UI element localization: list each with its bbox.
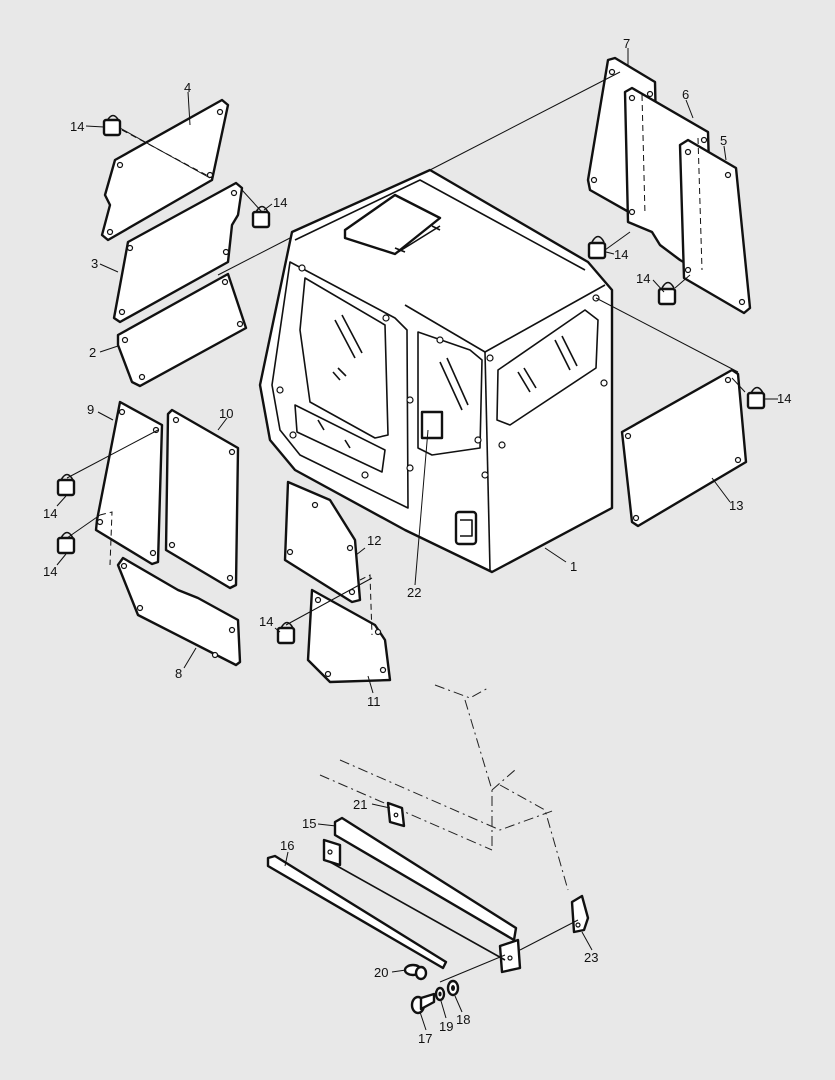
callout-5: 5 xyxy=(720,133,727,148)
bar-16[interactable] xyxy=(266,854,448,970)
wing-nut-20[interactable] xyxy=(403,963,428,981)
callout-14-c: 14 xyxy=(614,247,628,262)
lock-icon[interactable] xyxy=(56,531,76,555)
callout-17: 17 xyxy=(418,1031,432,1046)
callout-22: 22 xyxy=(407,585,421,600)
callout-4: 4 xyxy=(184,80,191,95)
panel-12[interactable] xyxy=(283,480,362,604)
lock-icon[interactable] xyxy=(746,386,766,410)
callout-7: 7 xyxy=(623,36,630,51)
panel-8[interactable] xyxy=(116,556,242,667)
callout-2: 2 xyxy=(89,345,96,360)
callout-21: 21 xyxy=(353,797,367,812)
panel-9[interactable] xyxy=(94,400,164,566)
callout-14-f: 14 xyxy=(43,506,57,521)
callout-10: 10 xyxy=(219,406,233,421)
bracket-23[interactable] xyxy=(570,894,590,934)
callout-12: 12 xyxy=(367,533,381,548)
bracket-21[interactable] xyxy=(386,801,406,828)
lock-icon[interactable] xyxy=(657,281,677,306)
panel-5[interactable] xyxy=(678,138,752,315)
callout-6: 6 xyxy=(682,87,689,102)
callout-20: 20 xyxy=(374,965,388,980)
callout-14-g: 14 xyxy=(43,564,57,579)
washer-18[interactable] xyxy=(446,979,460,997)
callout-13: 13 xyxy=(729,498,743,513)
cab-body[interactable] xyxy=(258,168,614,574)
callout-14-e: 14 xyxy=(777,391,791,406)
callout-14-a: 14 xyxy=(70,119,84,134)
lock-icon[interactable] xyxy=(56,473,76,497)
callout-23: 23 xyxy=(584,950,598,965)
lock-icon[interactable] xyxy=(587,235,607,260)
panel-11[interactable] xyxy=(306,588,392,684)
callout-14-d: 14 xyxy=(636,271,650,286)
callout-18: 18 xyxy=(456,1012,470,1027)
bolt-17[interactable] xyxy=(410,992,436,1015)
lock-icon[interactable] xyxy=(276,621,296,645)
washer-19[interactable] xyxy=(434,986,446,1002)
panel-10[interactable] xyxy=(164,408,240,590)
panel-2[interactable] xyxy=(116,272,248,388)
callout-11: 11 xyxy=(367,694,381,709)
panel-4[interactable] xyxy=(100,98,230,242)
panel-13[interactable] xyxy=(620,368,748,528)
leader-lines xyxy=(56,48,778,1031)
lock-icon[interactable] xyxy=(102,114,122,137)
callout-1: 1 xyxy=(570,559,577,574)
callout-15: 15 xyxy=(302,816,316,831)
callout-8: 8 xyxy=(175,666,182,681)
callout-16: 16 xyxy=(280,838,294,853)
rail-15[interactable] xyxy=(322,816,522,974)
callout-9: 9 xyxy=(87,402,94,417)
panel-3[interactable] xyxy=(112,181,244,324)
callout-19: 19 xyxy=(439,1019,453,1034)
callout-14-h: 14 xyxy=(259,614,273,629)
callout-3: 3 xyxy=(91,256,98,271)
lock-icon[interactable] xyxy=(251,205,271,229)
phantom-frame xyxy=(319,684,569,891)
callout-14-b: 14 xyxy=(273,195,287,210)
